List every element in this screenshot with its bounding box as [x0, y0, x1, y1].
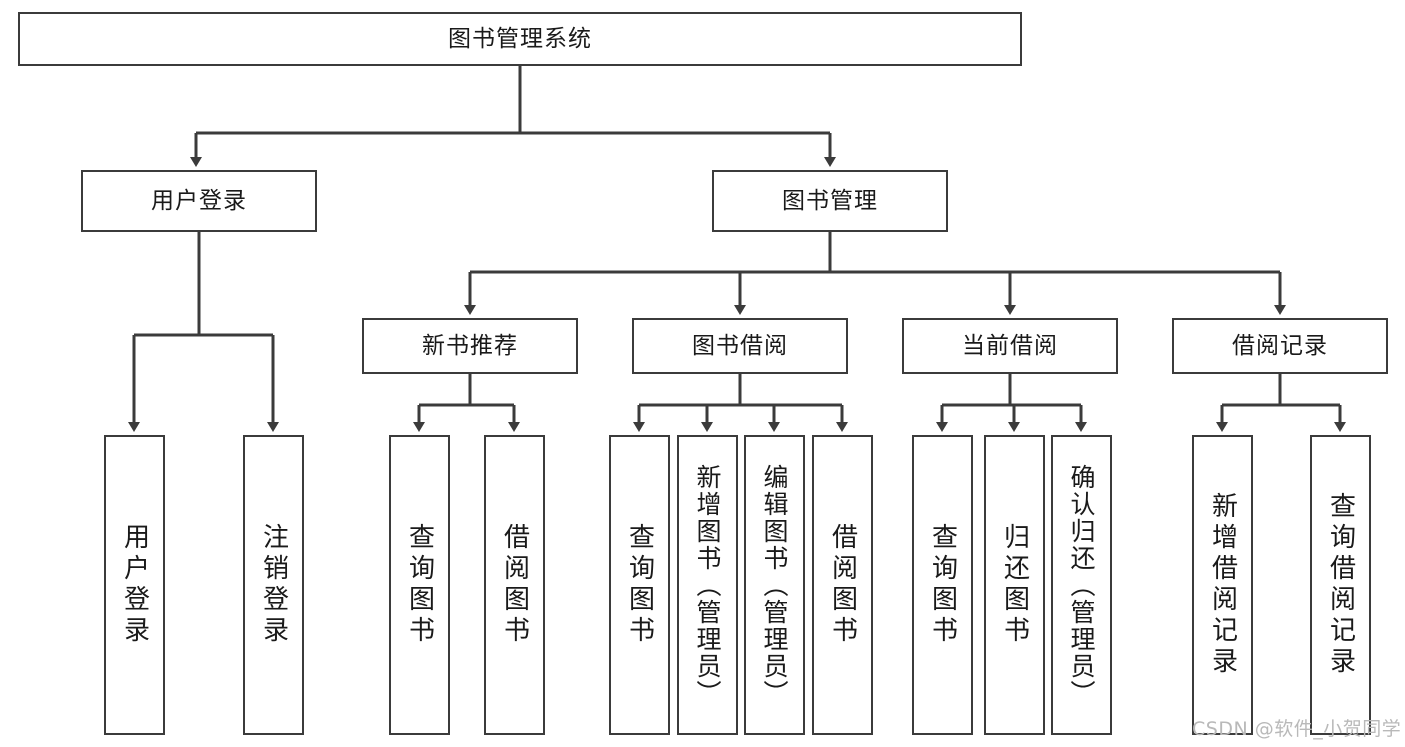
- node-leaf-add-book-admin[interactable]: 新增图书（管理员）: [677, 435, 738, 735]
- node-leaf-user-login[interactable]: 用户登录: [104, 435, 165, 735]
- node-leaf-return-book[interactable]: 归还图书: [984, 435, 1045, 735]
- node-leaf-edit-book-admin[interactable]: 编辑图书（管理员）: [744, 435, 805, 735]
- node-current-borrow-label: 当前借阅: [962, 332, 1058, 359]
- node-borrow-record-label: 借阅记录: [1232, 332, 1328, 359]
- node-leaf-add-borrow-record-label: 新增借阅记录: [1207, 492, 1238, 678]
- node-leaf-query-book-3-label: 查询图书: [927, 523, 958, 647]
- node-new-book-recommend-label: 新书推荐: [422, 332, 518, 359]
- node-leaf-borrow-book-2[interactable]: 借阅图书: [812, 435, 873, 735]
- node-leaf-query-borrow-record-label: 查询借阅记录: [1325, 492, 1356, 678]
- node-leaf-borrow-book-1[interactable]: 借阅图书: [484, 435, 545, 735]
- node-leaf-query-book-1-label: 查询图书: [404, 523, 435, 647]
- node-leaf-query-book-2[interactable]: 查询图书: [609, 435, 670, 735]
- node-leaf-confirm-return-admin-label: 确认归还（管理员）: [1067, 463, 1096, 707]
- node-leaf-logout-login[interactable]: 注销登录: [243, 435, 304, 735]
- node-leaf-query-borrow-record[interactable]: 查询借阅记录: [1310, 435, 1371, 735]
- node-leaf-query-book-2-label: 查询图书: [624, 523, 655, 647]
- node-current-borrow[interactable]: 当前借阅: [902, 318, 1118, 374]
- node-leaf-query-book-1[interactable]: 查询图书: [389, 435, 450, 735]
- node-root[interactable]: 图书管理系统: [18, 12, 1022, 66]
- csdn-watermark: CSDN @软件_小贺同学: [1192, 718, 1402, 740]
- node-new-book-recommend[interactable]: 新书推荐: [362, 318, 578, 374]
- node-book-manage-label: 图书管理: [782, 187, 878, 214]
- node-leaf-add-borrow-record[interactable]: 新增借阅记录: [1192, 435, 1253, 735]
- node-borrow-record[interactable]: 借阅记录: [1172, 318, 1388, 374]
- node-leaf-borrow-book-1-label: 借阅图书: [499, 523, 530, 647]
- node-book-borrow[interactable]: 图书借阅: [632, 318, 848, 374]
- node-root-label: 图书管理系统: [448, 25, 592, 52]
- node-leaf-borrow-book-2-label: 借阅图书: [827, 523, 858, 647]
- node-leaf-confirm-return-admin[interactable]: 确认归还（管理员）: [1051, 435, 1112, 735]
- node-book-manage[interactable]: 图书管理: [712, 170, 948, 232]
- node-leaf-add-book-admin-label: 新增图书（管理员）: [693, 463, 722, 707]
- node-user-login[interactable]: 用户登录: [81, 170, 317, 232]
- node-user-login-label: 用户登录: [151, 187, 247, 214]
- node-leaf-user-login-label: 用户登录: [119, 523, 150, 647]
- node-book-borrow-label: 图书借阅: [692, 332, 788, 359]
- node-leaf-return-book-label: 归还图书: [999, 523, 1030, 647]
- node-leaf-query-book-3[interactable]: 查询图书: [912, 435, 973, 735]
- node-leaf-edit-book-admin-label: 编辑图书（管理员）: [760, 463, 789, 707]
- node-leaf-logout-login-label: 注销登录: [258, 523, 289, 647]
